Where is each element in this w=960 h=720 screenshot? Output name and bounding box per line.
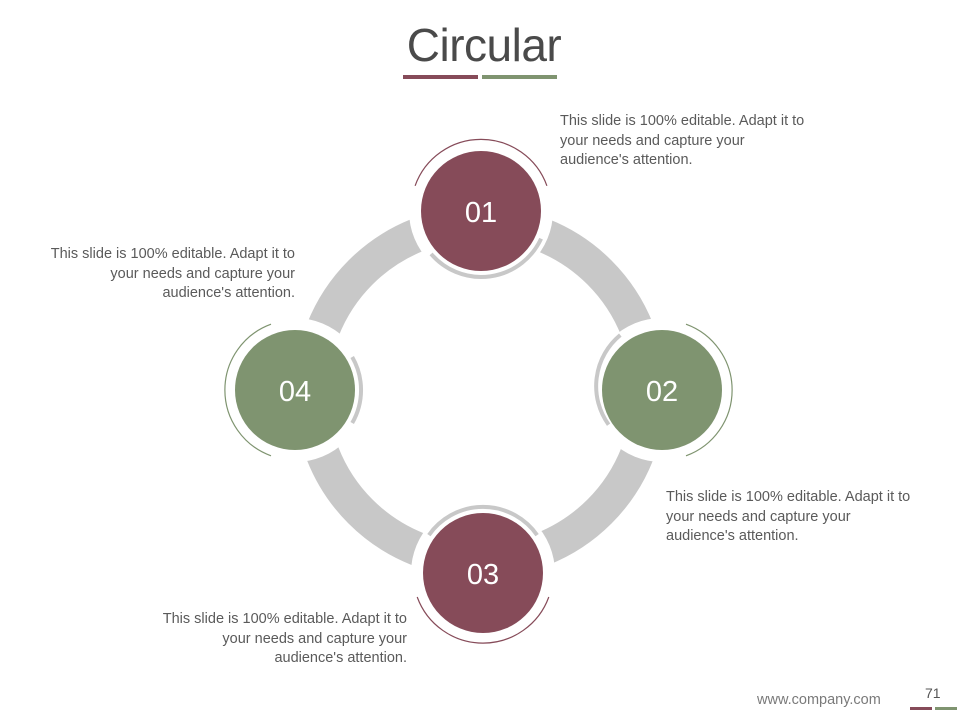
- footer-bar-right: [935, 707, 957, 710]
- step-node-02: 02: [590, 318, 734, 462]
- page-number: 71: [925, 685, 941, 701]
- step-03-description: This slide is 100% editable. Adapt it to…: [162, 611, 407, 666]
- step-number-03: 03: [467, 559, 499, 591]
- step-number-04: 04: [279, 376, 311, 408]
- step-number-02: 02: [646, 376, 678, 408]
- title-underline-right: [482, 75, 557, 79]
- footer-bar-left: [910, 707, 932, 710]
- step-01-description: This slide is 100% editable. Adapt it to…: [560, 113, 805, 168]
- step-number-01: 01: [465, 197, 497, 229]
- step-node-01: 01: [409, 138, 553, 283]
- footer-url: www.company.com: [757, 692, 881, 708]
- step-04-description: This slide is 100% editable. Adapt it to…: [50, 246, 295, 301]
- step-node-04: 04: [223, 318, 367, 462]
- step-02-description: This slide is 100% editable. Adapt it to…: [666, 489, 911, 544]
- title-underline-left: [403, 75, 478, 79]
- slide-title: Circular: [406, 19, 562, 71]
- step-node-03: 03: [411, 501, 555, 645]
